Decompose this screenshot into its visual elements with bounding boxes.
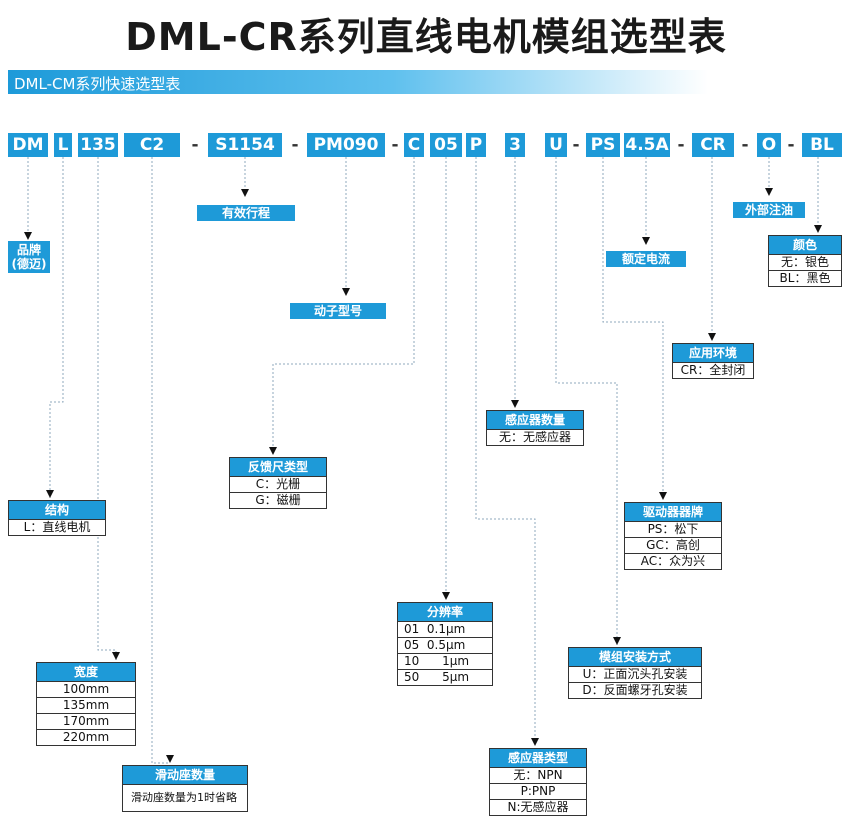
code-cr: CR: [692, 133, 734, 157]
resolution-box: 分辨率 01 0.1μm 05 0.5μm 10 1μm 50 5μm: [397, 602, 493, 686]
sensor-count-box: 感应器数量 无：无感应器: [486, 410, 584, 446]
code-l: L: [54, 133, 72, 157]
structure-option: L：直线电机: [9, 519, 105, 535]
width-option: 170mm: [37, 713, 135, 729]
code-u: U: [545, 133, 567, 157]
color-box: 颜色 无：银色 BL：黑色: [768, 235, 842, 287]
driver-brand-option: PS：松下: [625, 521, 721, 537]
sensor-type-option: N:无感应器: [490, 799, 586, 815]
width-option: 135mm: [37, 697, 135, 713]
feedback-box: 反馈尺类型 C：光栅 G：磁栅: [229, 457, 327, 509]
dash: -: [787, 135, 795, 155]
mount-option: D：反面螺牙孔安装: [569, 682, 701, 698]
dash: -: [191, 135, 199, 155]
sensor-type-option: P:PNP: [490, 783, 586, 799]
brand-label-line1: 品牌: [16, 243, 41, 257]
code-ps: PS: [586, 133, 620, 157]
structure-box: 结构 L：直线电机: [8, 500, 106, 536]
width-option: 100mm: [37, 681, 135, 697]
mount-box: 模组安装方式 U：正面沉头孔安装 D：反面螺牙孔安装: [568, 647, 702, 699]
code-p: P: [466, 133, 486, 157]
code-bl: BL: [802, 133, 842, 157]
sensor-type-option: 无：NPN: [490, 767, 586, 783]
stroke-label: 有效行程: [197, 205, 295, 221]
environment-option: CR：全封闭: [673, 362, 753, 378]
code-s1154: S1154: [208, 133, 282, 157]
slider-count-box: 滑动座数量 滑动座数量为1时省略: [122, 765, 248, 812]
slider-count-note: 滑动座数量为1时省略: [123, 784, 247, 811]
width-box: 宽度 100mm 135mm 170mm 220mm: [36, 662, 136, 746]
resolution-option: 01 0.1μm: [398, 621, 492, 637]
code-135: 135: [78, 133, 118, 157]
color-option: BL：黑色: [769, 270, 841, 286]
brand-label: 品牌 (德迈): [8, 241, 50, 273]
code-05: 05: [430, 133, 462, 157]
driver-brand-box: 驱动器器牌 PS：松下 GC：高创 AC：众为兴: [624, 502, 722, 570]
rated-current-label: 额定电流: [606, 251, 686, 267]
sensor-type-title: 感应器类型: [490, 749, 586, 767]
feedback-option: G：磁栅: [230, 492, 326, 508]
sensor-type-box: 感应器类型 无：NPN P:PNP N:无感应器: [489, 748, 587, 816]
section-bar: [8, 70, 708, 94]
dash: -: [572, 135, 580, 155]
dash: -: [391, 135, 399, 155]
mount-title: 模组安装方式: [569, 648, 701, 666]
color-option: 无：银色: [769, 254, 841, 270]
color-title: 颜色: [769, 236, 841, 254]
brand-label-line2: (德迈): [11, 257, 47, 271]
driver-brand-option: GC：高创: [625, 537, 721, 553]
driver-brand-title: 驱动器器牌: [625, 503, 721, 521]
code-3: 3: [505, 133, 525, 157]
resolution-option: 05 0.5μm: [398, 637, 492, 653]
page-title: DML-CR系列直线电机模组选型表: [125, 15, 727, 59]
width-title: 宽度: [37, 663, 135, 681]
structure-title: 结构: [9, 501, 105, 519]
code-4-5a: 4.5A: [624, 133, 670, 157]
width-option: 220mm: [37, 729, 135, 745]
code-c: C: [404, 133, 424, 157]
feedback-option: C：光栅: [230, 476, 326, 492]
code-pm090: PM090: [307, 133, 385, 157]
dash: -: [291, 135, 299, 155]
mover-model-label: 动子型号: [290, 303, 386, 319]
mount-option: U：正面沉头孔安装: [569, 666, 701, 682]
code-o: O: [757, 133, 781, 157]
resolution-title: 分辨率: [398, 603, 492, 621]
external-oil-label: 外部注油: [733, 202, 805, 218]
slider-count-title: 滑动座数量: [123, 766, 247, 784]
driver-brand-option: AC：众为兴: [625, 553, 721, 569]
code-dm: DM: [8, 133, 48, 157]
dash: -: [677, 135, 685, 155]
resolution-option: 10 1μm: [398, 653, 492, 669]
environment-title: 应用环境: [673, 344, 753, 362]
environment-box: 应用环境 CR：全封闭: [672, 343, 754, 379]
dash: -: [741, 135, 749, 155]
code-c2: C2: [124, 133, 180, 157]
sensor-count-option: 无：无感应器: [487, 429, 583, 445]
sensor-count-title: 感应器数量: [487, 411, 583, 429]
resolution-option: 50 5μm: [398, 669, 492, 685]
feedback-title: 反馈尺类型: [230, 458, 326, 476]
section-label: DML-CM系列快速选型表: [14, 75, 181, 93]
